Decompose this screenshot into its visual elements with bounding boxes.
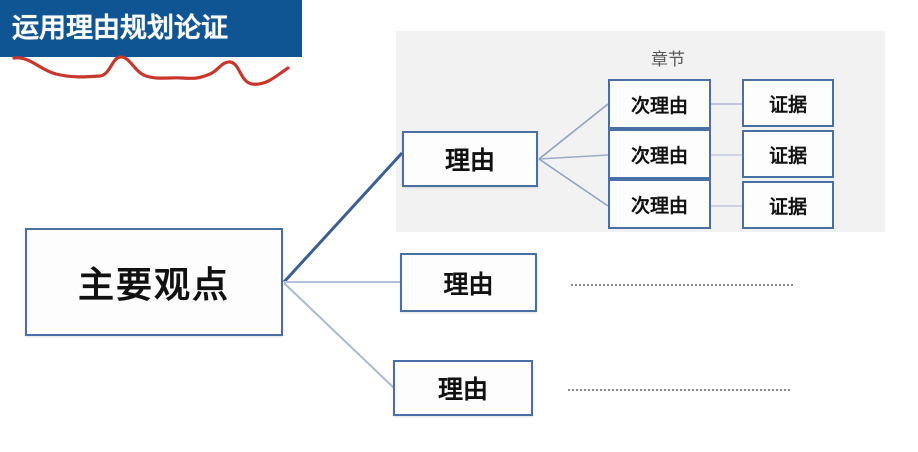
chapter-label: 章节 <box>651 50 685 70</box>
sub-reason-node-2[interactable]: 次理由 <box>608 129 711 179</box>
reason-node-1[interactable]: 理由 <box>402 131 538 187</box>
evidence-node-2[interactable]: 证据 <box>742 130 834 178</box>
evidence-node-3[interactable]: 证据 <box>742 181 834 229</box>
sub-reason-stack: 次理由 次理由 次理由 <box>608 79 711 229</box>
sub-reason-label-2: 次理由 <box>630 144 688 167</box>
sub-reason-label-1: 次理由 <box>630 94 688 117</box>
main-point-label: 主要观点 <box>77 265 230 306</box>
evidence-node-1[interactable]: 证据 <box>742 79 834 127</box>
reason-label-1: 理由 <box>444 146 495 175</box>
sub-reason-node-1[interactable]: 次理由 <box>608 79 711 129</box>
red-squiggle-underline <box>12 55 290 86</box>
sub-reason-label-3: 次理由 <box>630 194 688 217</box>
connector-main-to-reason-3 <box>283 282 395 389</box>
reason-label-2: 理由 <box>443 269 494 299</box>
connector-main-to-reason-1 <box>282 151 404 284</box>
reason-node-2[interactable]: 理由 <box>400 253 537 312</box>
sub-reason-node-3[interactable]: 次理由 <box>608 179 711 229</box>
dotted-trail-reason-2 <box>571 284 793 286</box>
reason-node-3[interactable]: 理由 <box>393 360 533 416</box>
evidence-label-2: 证据 <box>768 144 807 167</box>
title-banner: 运用理由规划论证 <box>0 0 302 57</box>
main-point-node[interactable]: 主要观点 <box>25 228 283 336</box>
evidence-label-3: 证据 <box>768 195 807 218</box>
dotted-trail-reason-3 <box>568 389 792 391</box>
evidence-label-1: 证据 <box>768 93 807 116</box>
reason-label-3: 理由 <box>437 375 488 404</box>
page-title: 运用理由规划论证 <box>12 13 228 44</box>
